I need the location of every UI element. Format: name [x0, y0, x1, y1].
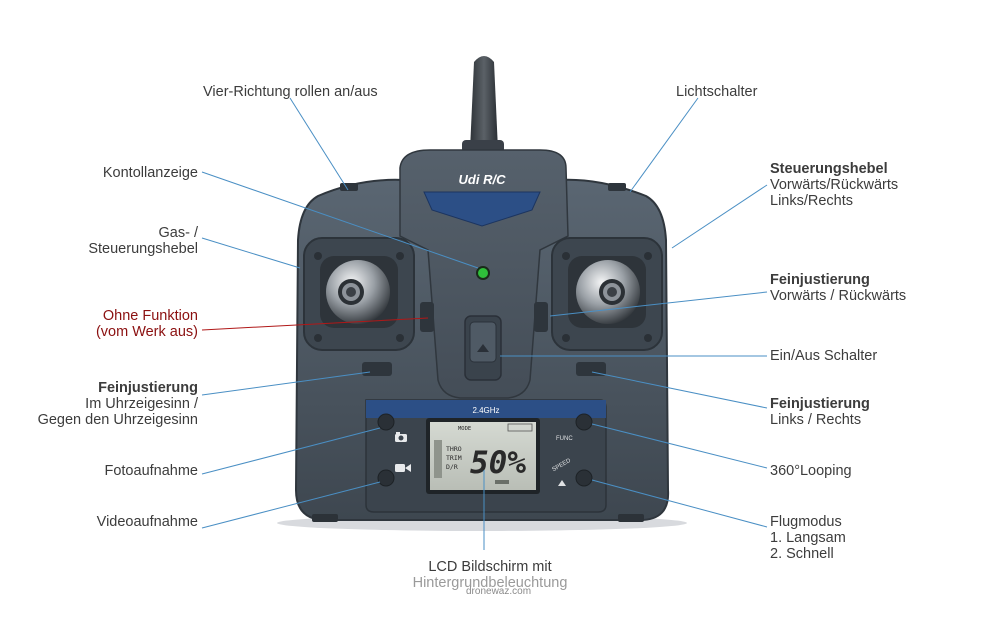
blue-chevron-accent	[423, 191, 541, 227]
watermark: dronewaz.com	[466, 586, 532, 597]
label-no-function: Ohne Funktion (vom Werk aus)	[96, 308, 198, 340]
red-leader-line	[201, 317, 429, 331]
label-four-direction-roll: Vier-Richtung rollen an/aus	[203, 84, 378, 100]
frequency-label: 2.4GHz	[472, 406, 499, 415]
right-horizontal-trim	[576, 362, 606, 376]
label-direction-stick-line2: Vorwärts/Rückwärts	[770, 177, 899, 193]
label-throttle-stick: Gas- / Steuerungshebel	[88, 225, 198, 257]
func-label: FUNC	[556, 436, 573, 442]
label-throttle-line1: Gas- /	[158, 225, 198, 241]
frequency-band	[366, 400, 606, 418]
label-no-function-line2: (vom Werk aus)	[95, 324, 198, 340]
label-flight-mode-title: Flugmodus	[770, 514, 842, 530]
label-video: Videoaufnahme	[96, 514, 198, 530]
label-trim-fb-line2: Vorwärts / Rückwärts	[770, 288, 907, 304]
left-vertical-trim	[420, 302, 434, 332]
label-no-function-line1: Ohne Funktion	[102, 308, 198, 324]
left-horizontal-trim	[362, 362, 392, 376]
speed-button	[575, 469, 593, 487]
leader-lines	[201, 97, 768, 550]
lcd-trim: TRIM	[446, 454, 462, 462]
label-flight-mode-fast: 2. Schnell	[770, 546, 834, 562]
label-trim-rotation-line2: Im Uhrzeigesinn /	[85, 396, 198, 412]
label-lcd-line2: Hintergrundbeleuchtung	[412, 575, 568, 591]
label-throttle-line2: Steuerungshebel	[88, 241, 198, 257]
lcd-thro: THRO	[446, 445, 462, 453]
left-shoulder-button	[340, 183, 358, 191]
brand-logo: Udi R/C	[459, 172, 507, 187]
label-trim-lr-title: Feinjustierung	[770, 396, 870, 412]
label-flight-mode-slow: 1. Langsam	[770, 530, 846, 546]
lcd-percent: 50%	[470, 445, 526, 481]
label-direction-stick: Steuerungshebel Vorwärts/Rückwärts Links…	[770, 161, 898, 209]
label-power-switch: Ein/Aus Schalter	[770, 348, 878, 364]
label-photo: Fotoaufnahme	[104, 463, 198, 479]
label-lcd-screen: LCD Bildschirm mit Hintergrundbeleuchtun…	[0, 559, 980, 591]
label-trim-forward-back: Feinjustierung Vorwärts / Rückwärts	[770, 272, 906, 304]
right-vertical-trim	[534, 302, 548, 332]
power-switch-knob	[469, 321, 497, 363]
label-trim-fb-title: Feinjustierung	[770, 272, 870, 288]
lcd-screen	[430, 422, 536, 490]
lcd-dr: D/R	[446, 463, 458, 471]
label-trim-rotation-title: Feinjustierung	[98, 380, 198, 396]
label-lcd-line1: LCD Bildschirm mit	[428, 559, 552, 575]
label-trim-rotation: Feinjustierung Im Uhrzeigesinn / Gegen d…	[38, 380, 198, 428]
photo-button	[377, 413, 395, 431]
label-trim-rotation-line3: Gegen den Uhrzeigesinn	[37, 412, 198, 428]
label-light-switch: Lichtschalter	[676, 84, 758, 100]
label-direction-stick-line3: Links/Rechts	[770, 193, 854, 209]
video-button	[377, 469, 395, 487]
label-control-indicator: Kontollanzeige	[102, 165, 198, 181]
camera-icon	[395, 432, 407, 442]
label-flight-mode: Flugmodus 1. Langsam 2. Schnell	[770, 514, 846, 562]
antenna	[470, 56, 498, 150]
lcd-mode: MODE	[458, 426, 471, 432]
label-direction-stick-title: Steuerungshebel	[770, 161, 888, 177]
speed-arrow-icon	[558, 480, 566, 486]
label-trim-left-right: Feinjustierung Links / Rechts	[770, 396, 870, 428]
label-looping: 360°Looping	[770, 463, 852, 479]
video-camera-icon	[395, 464, 411, 472]
func-button	[575, 413, 593, 431]
label-trim-lr-line2: Links / Rechts	[770, 412, 862, 428]
right-shoulder-button	[608, 183, 626, 191]
